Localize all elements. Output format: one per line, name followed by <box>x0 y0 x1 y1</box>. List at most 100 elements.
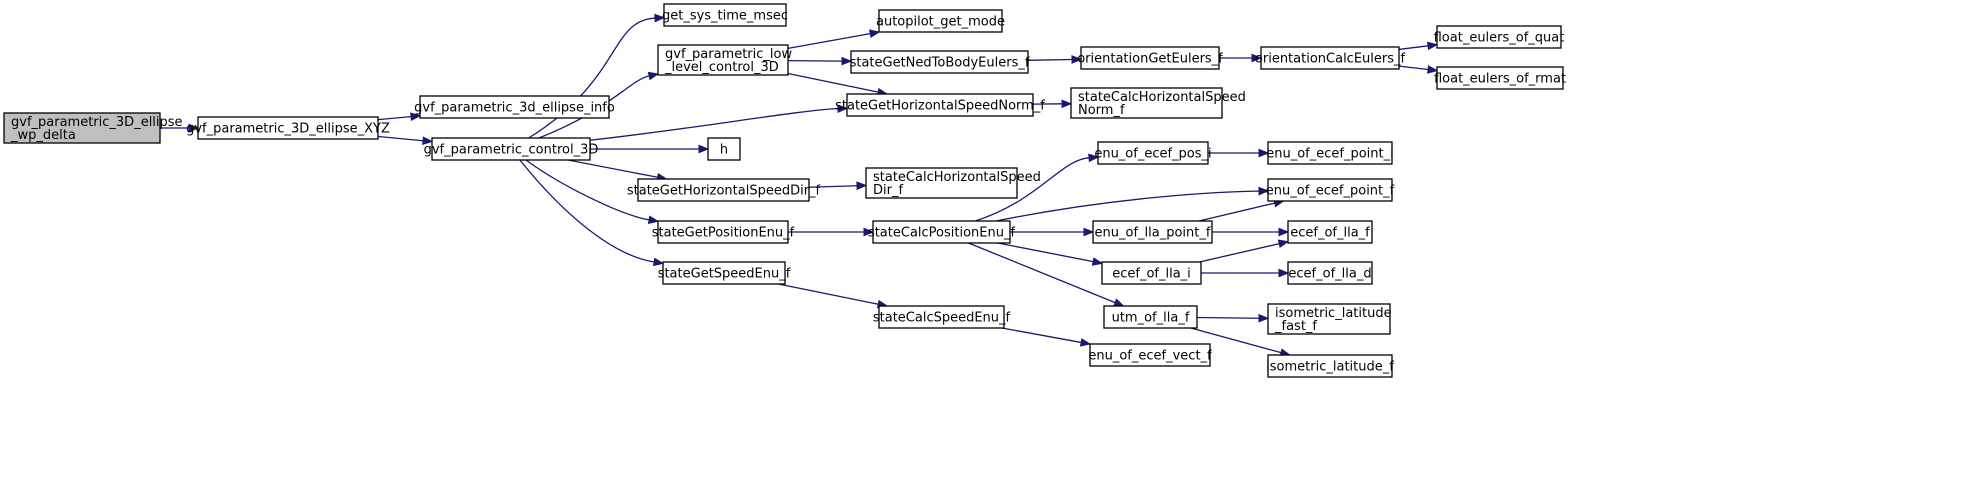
node-eulerquat[interactable]: float_eulers_of_quat <box>1434 25 1565 49</box>
node-label: stateGetHorizontalSpeedNorm_f <box>835 99 1045 114</box>
node-label: stateGetNedToBodyEulers_f <box>850 56 1030 71</box>
edge-line <box>1398 45 1429 51</box>
node-box <box>197 116 379 140</box>
arrowhead <box>1251 53 1263 63</box>
node-box <box>1103 305 1198 329</box>
node-box <box>1287 261 1373 285</box>
arrowhead <box>856 181 868 191</box>
edge-calcspeedenu-to-enuecefvect <box>1001 327 1092 347</box>
edge-calcposenu-to-enullaf <box>1010 227 1095 237</box>
arrowhead <box>1113 298 1125 307</box>
edge-line <box>995 190 1260 222</box>
node-isolatfast[interactable]: isometric_latitude_fast_f <box>1267 303 1392 335</box>
edge-line <box>538 75 650 139</box>
edge-line <box>1196 316 1260 319</box>
node-box <box>1092 220 1213 244</box>
edge-line <box>787 32 871 49</box>
node-box <box>1267 178 1393 202</box>
node-enuecefposi[interactable]: enu_of_ecef_pos_i <box>1094 141 1212 165</box>
node-box <box>657 220 789 244</box>
node-origet[interactable]: orientationGetEulers_f <box>1077 46 1223 70</box>
node-calcspeedenu[interactable]: stateCalcSpeedEnu_f <box>873 305 1011 329</box>
node-label: Norm_f <box>1078 103 1125 118</box>
node-speedenu[interactable]: stateGetSpeedEnu_f <box>658 261 791 285</box>
node-box <box>1080 46 1220 70</box>
edge-line <box>1001 327 1082 344</box>
node-label: _level_control_3D <box>664 60 779 75</box>
edge-line <box>997 242 1094 263</box>
node-hspeeddir[interactable]: stateGetHorizontalSpeedDir_f <box>627 178 821 202</box>
arrowhead <box>863 227 875 237</box>
node-label: orientationGetEulers_f <box>1077 52 1223 67</box>
edge-line <box>589 107 839 141</box>
node-box <box>1436 66 1564 90</box>
edge-line <box>1398 65 1429 71</box>
node-h[interactable]: h <box>707 137 741 161</box>
node-info[interactable]: gvf_parametric_3d_ellipse_info <box>414 95 615 119</box>
node-label: isometric_latitude_f <box>1266 360 1394 375</box>
edge-speedenu-to-calcspeedenu <box>778 283 889 309</box>
node-enuecefvect[interactable]: enu_of_ecef_vect_f <box>1088 343 1212 367</box>
node-ecefllai[interactable]: ecef_of_lla_i <box>1101 261 1202 285</box>
edge-origet-to-oricalc <box>1219 53 1263 63</box>
node-oricalc[interactable]: orientationCalcEulers_f <box>1255 46 1406 70</box>
node-posenu[interactable]: stateGetPositionEnu_f <box>652 220 795 244</box>
edge-enullaf-to-enuecefptf <box>1198 198 1285 222</box>
edge-nedeulers-to-origet <box>1027 55 1083 64</box>
node-enuecefpti[interactable]: enu_of_ecef_point_i <box>1266 141 1394 165</box>
arrowhead <box>1277 239 1290 249</box>
edge-ecefllai-to-ecefllad <box>1201 268 1290 278</box>
node-label: _wp_delta <box>10 128 76 143</box>
edge-oricalc-to-eulerquat <box>1398 41 1439 51</box>
node-enullaf[interactable]: enu_of_lla_point_f <box>1092 220 1213 244</box>
node-label: get_sys_time_msec <box>662 9 788 24</box>
node-label: enu_of_ecef_point_i <box>1266 147 1394 162</box>
node-box <box>1287 220 1373 244</box>
edge-control3d-to-lowlevel <box>538 71 660 139</box>
node-label: gvf_parametric_3D_ellipse_XYZ <box>186 122 390 137</box>
node-label: stateGetHorizontalSpeedDir_f <box>627 184 821 199</box>
node-lowlevel[interactable]: gvf_parametric_low_level_control_3D <box>657 44 792 76</box>
node-xyz[interactable]: gvf_parametric_3D_ellipse_XYZ <box>186 116 390 140</box>
arrowhead <box>1427 41 1439 51</box>
node-label: ecef_of_lla_f <box>1290 226 1370 241</box>
arrowhead <box>869 29 881 38</box>
node-box <box>865 167 1018 199</box>
node-utmllaf[interactable]: utm_of_lla_f <box>1103 305 1198 329</box>
node-isolat[interactable]: isometric_latitude_f <box>1266 354 1394 378</box>
node-label: stateCalcPositionEnu_f <box>868 226 1016 241</box>
node-box <box>662 261 786 285</box>
node-label: stateCalcSpeedEnu_f <box>873 311 1011 326</box>
edge-line <box>567 159 658 178</box>
node-apmode[interactable]: autopilot_get_mode <box>876 9 1005 33</box>
node-enuecefptf[interactable]: enu_of_ecef_point_f <box>1266 178 1395 202</box>
edge-line <box>975 157 1090 222</box>
node-label: stateCalcHorizontalSpeed <box>1078 90 1246 105</box>
edge-line <box>377 115 412 121</box>
node-label: float_eulers_of_rmat <box>1434 72 1566 87</box>
node-systime[interactable]: get_sys_time_msec <box>662 3 788 27</box>
edge-enullaf-to-ecefllaf <box>1212 227 1290 237</box>
node-calcposenu[interactable]: stateCalcPositionEnu_f <box>868 220 1016 244</box>
node-label: ecef_of_lla_d <box>1288 267 1371 282</box>
node-hspeednorm[interactable]: stateGetHorizontalSpeedNorm_f <box>835 93 1045 117</box>
edge-lowlevel-to-hspeednorm <box>787 72 889 97</box>
node-control3d[interactable]: gvf_parametric_control_3D <box>424 137 599 161</box>
arrowhead <box>422 136 434 145</box>
node-label: _fast_f <box>1274 319 1317 334</box>
edge-oricalc-to-eulerrmat <box>1398 65 1439 74</box>
node-ecefllaf[interactable]: ecef_of_lla_f <box>1287 220 1373 244</box>
node-eulerrmat[interactable]: float_eulers_of_rmat <box>1434 66 1566 90</box>
arrowhead <box>1258 313 1270 323</box>
edge-line <box>377 135 424 142</box>
node-box <box>850 50 1029 74</box>
edge-line <box>1198 202 1275 222</box>
node-nedeulers[interactable]: stateGetNedToBodyEulers_f <box>850 50 1030 74</box>
node-root[interactable]: gvf_parametric_3D_ellipse_wp_delta <box>3 112 183 144</box>
node-ecefllad[interactable]: ecef_of_lla_d <box>1287 261 1373 285</box>
node-label: isometric_latitude <box>1275 306 1392 321</box>
